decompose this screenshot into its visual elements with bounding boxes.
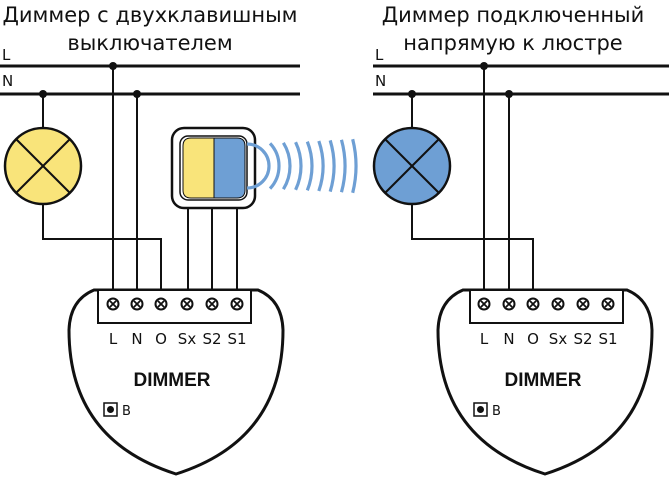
screw-terminal-icon <box>576 297 590 311</box>
left-bus-n-label: N <box>2 72 13 90</box>
screw-terminal-icon <box>130 297 144 311</box>
wireless-arc <box>294 141 303 191</box>
b-button-icon[interactable] <box>103 402 118 417</box>
wireless-arc <box>246 142 271 190</box>
right-dimmer-body <box>436 288 654 476</box>
right-term-label-s1: S1 <box>598 330 617 348</box>
right-terminal-block <box>469 289 624 324</box>
left-terminal-block <box>97 289 252 324</box>
right-term-label-o: O <box>527 330 539 348</box>
right-lamp-output-wire <box>411 204 534 290</box>
screw-terminal-icon <box>106 297 120 311</box>
left-scheme: Диммер с двухклавишным выключателем L N <box>0 3 358 476</box>
right-term-label-s2: S2 <box>573 330 592 348</box>
screw-terminal-icon <box>230 297 244 311</box>
left-lamp-output-wire <box>42 204 162 290</box>
wireless-arc <box>268 142 281 190</box>
right-screw-terminals <box>477 297 615 311</box>
wireless-arc <box>328 139 336 193</box>
left-lamp-n-junction <box>39 90 47 98</box>
left-bus-l-label: L <box>2 46 11 64</box>
switch-right-key <box>213 137 246 199</box>
right-bus-l-label: L <box>375 46 384 64</box>
wireless-arc <box>317 140 325 192</box>
screw-terminal-icon <box>502 297 516 311</box>
wireless-arc <box>351 138 358 194</box>
screw-terminal-icon <box>477 297 491 311</box>
b-button-icon[interactable] <box>473 402 488 417</box>
right-term-label-sx: Sx <box>549 330 568 348</box>
wireless-arc <box>282 141 292 191</box>
right-device-label: DIMMER <box>504 370 581 391</box>
screw-terminal-icon <box>154 297 168 311</box>
wireless-arc <box>305 141 314 191</box>
screw-terminal-icon <box>551 297 565 311</box>
right-term-label-l: L <box>480 330 489 348</box>
lamp-icon <box>372 126 452 206</box>
switch-left-key <box>182 137 215 199</box>
screw-terminal-icon <box>180 297 194 311</box>
left-term-label-o: O <box>155 330 167 348</box>
right-bus-n-label: N <box>375 72 386 90</box>
left-dimmer-body <box>67 288 285 476</box>
right-title-line2: напрямую к люстре <box>403 31 622 55</box>
left-term-label-sx: Sx <box>178 330 197 348</box>
screw-terminal-icon <box>205 297 219 311</box>
right-b-label: B <box>492 404 501 419</box>
right-term-label-n: N <box>503 330 514 348</box>
left-term-label-l: L <box>109 330 118 348</box>
two-key-switch-icon <box>170 126 257 210</box>
left-title-line2: выключателем <box>67 31 232 55</box>
right-title-line1: Диммер подключенный <box>382 3 645 27</box>
left-title-line1: Диммер с двухклавишным <box>2 3 297 27</box>
left-device-label: DIMMER <box>133 370 210 391</box>
right-scheme: Диммер подключенный напрямую к люстре L … <box>372 3 669 476</box>
screw-terminal-icon <box>601 297 615 311</box>
wireless-signal-icon <box>246 138 358 194</box>
wireless-arc <box>339 139 347 193</box>
left-term-label-s1: S1 <box>227 330 246 348</box>
left-screw-terminals <box>106 297 244 311</box>
left-term-label-n: N <box>131 330 142 348</box>
lamp-icon <box>3 126 83 206</box>
left-term-label-s2: S2 <box>202 330 221 348</box>
left-b-label: B <box>122 404 131 419</box>
screw-terminal-icon <box>526 297 540 311</box>
